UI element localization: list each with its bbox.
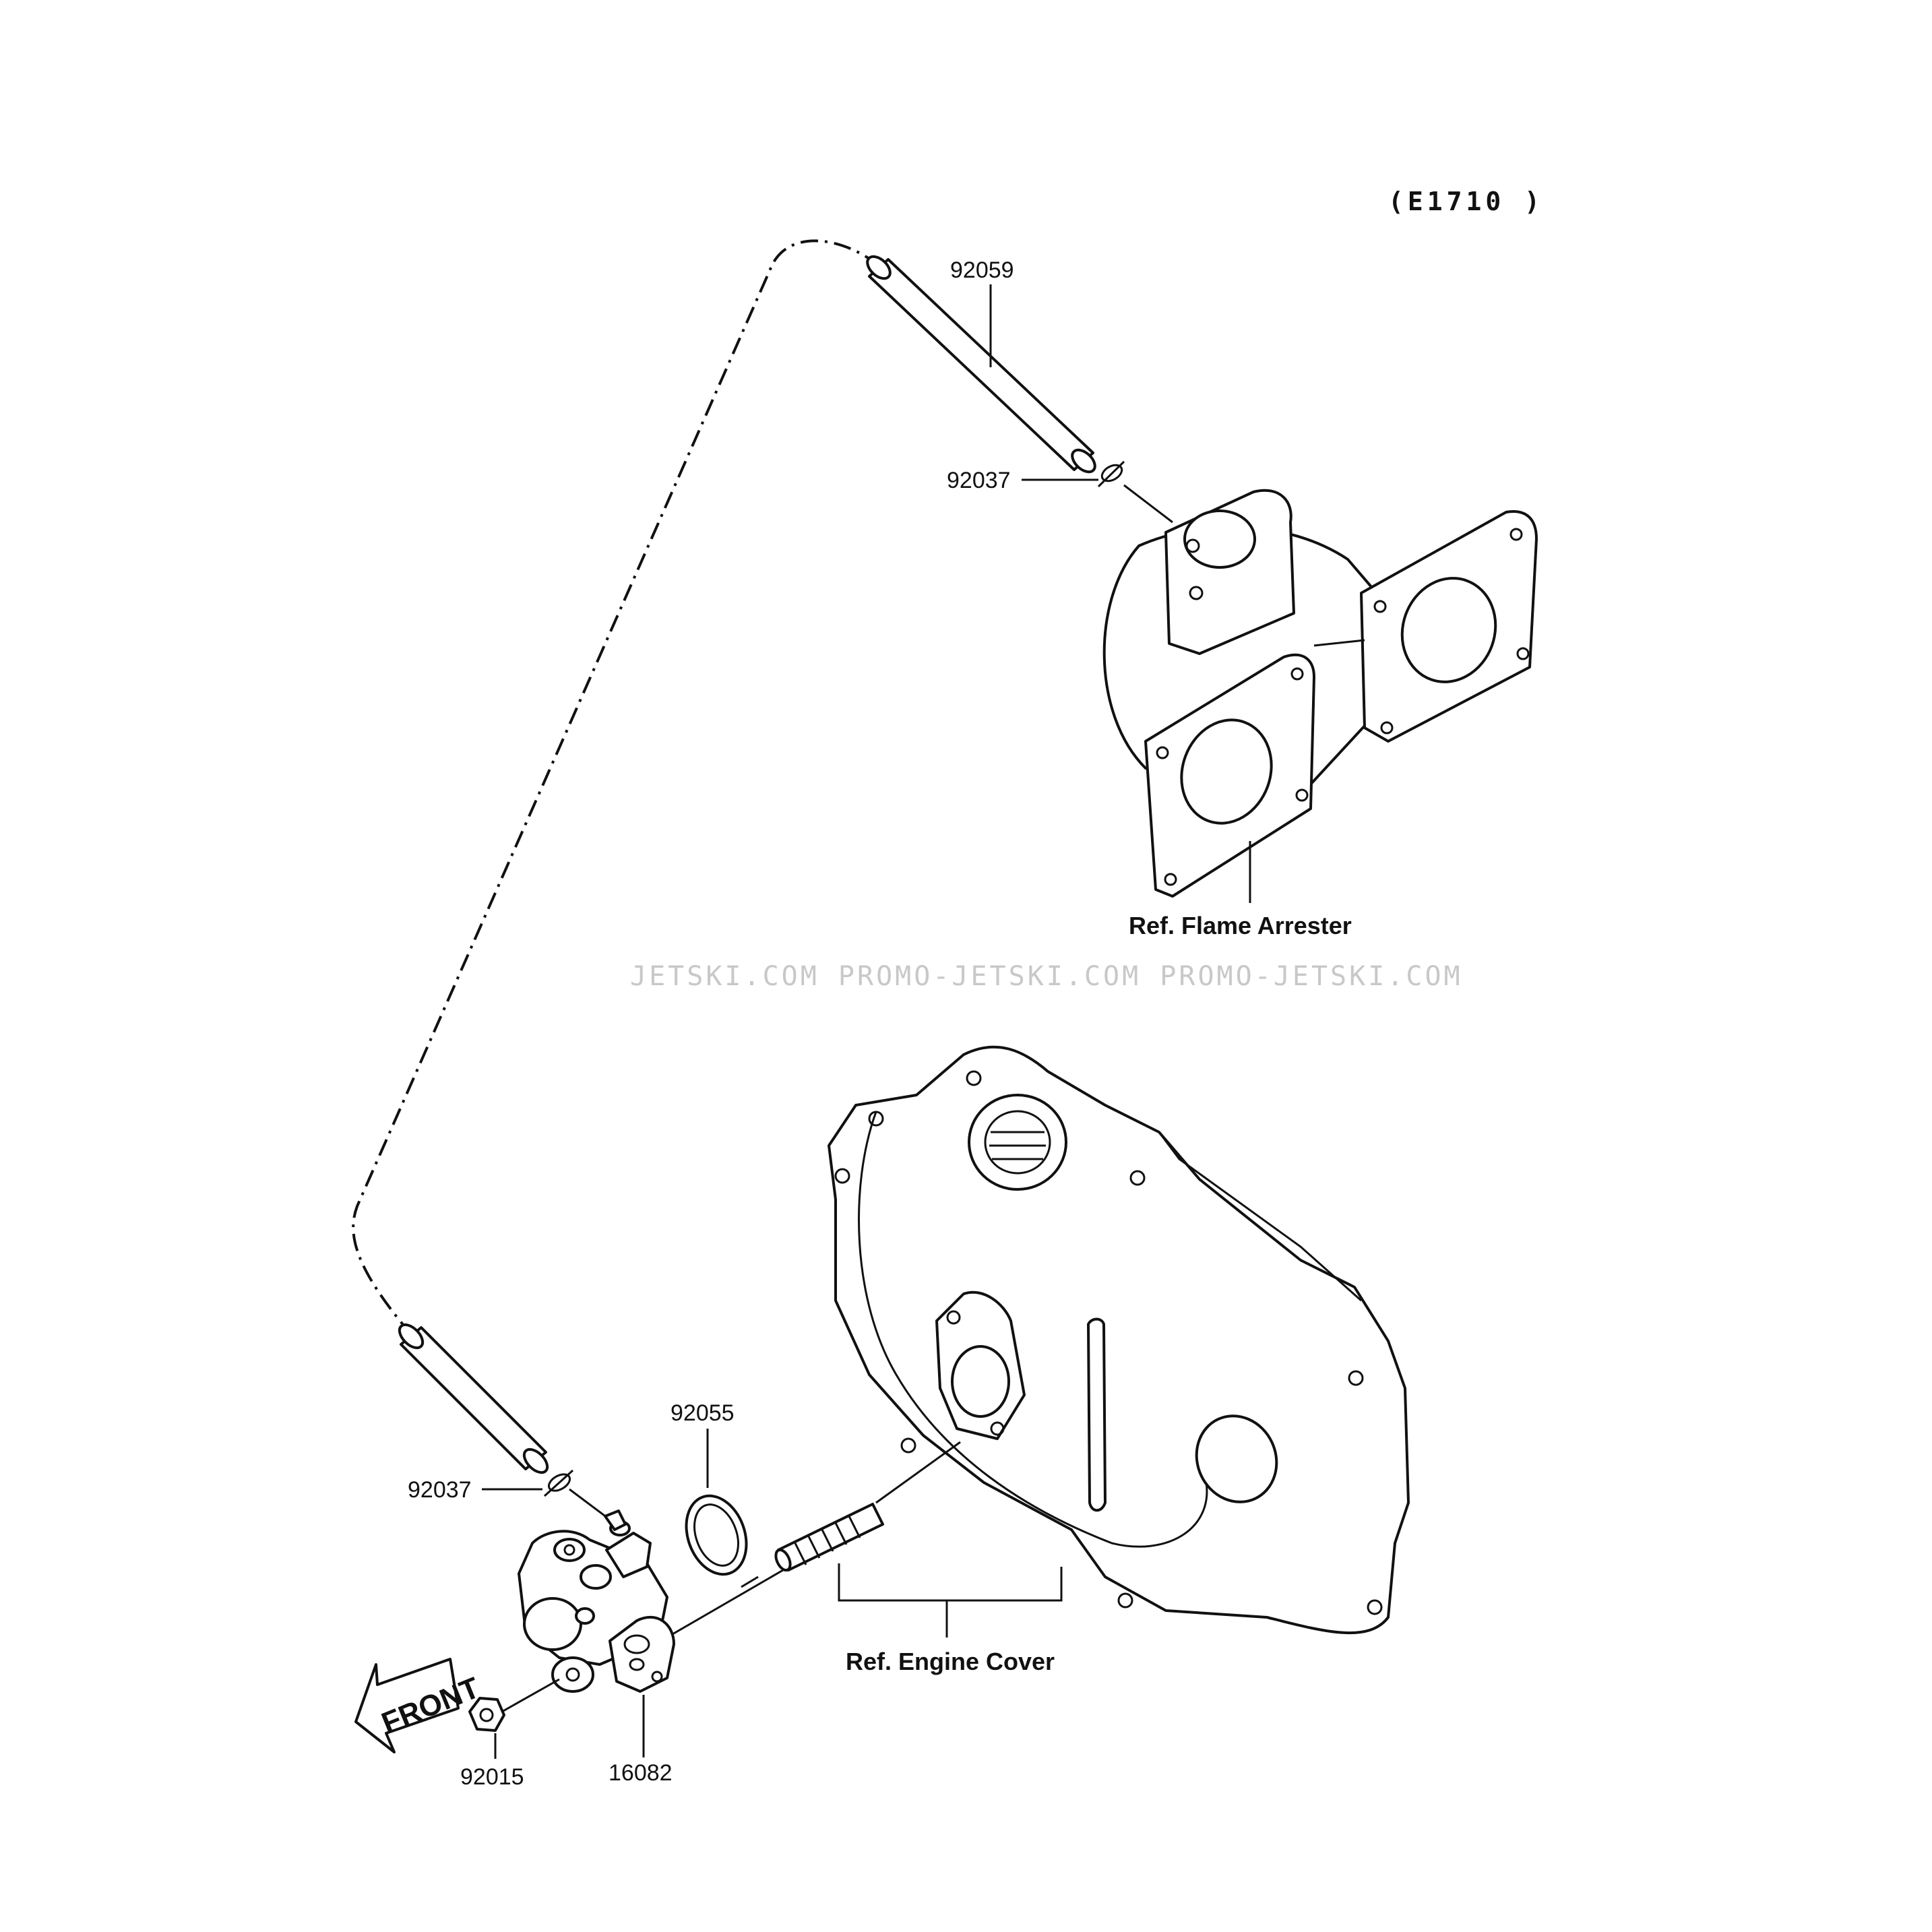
- engine-cover: [828, 1045, 1410, 1635]
- label-92037-lower: 92037: [408, 1477, 472, 1503]
- hose-upper: [866, 255, 1096, 474]
- label-92015: 92015: [460, 1764, 524, 1790]
- label-ref-flame-arrester: Ref. Flame Arrester: [1129, 912, 1352, 939]
- label-92055: 92055: [671, 1400, 735, 1426]
- hose-routing-line: [352, 239, 881, 1336]
- nut: [468, 1697, 505, 1732]
- leader-clamp-to-valve: [569, 1488, 611, 1521]
- hose-lower: [398, 1323, 549, 1474]
- label-ref-engine-cover: Ref. Engine Cover: [846, 1648, 1055, 1675]
- label-92037-upper: 92037: [947, 468, 1011, 493]
- clamp-upper: [1097, 460, 1125, 488]
- stud-bolt: [774, 1503, 884, 1571]
- leader-clamp-to-manifold: [1123, 484, 1173, 524]
- clamp-lower: [543, 1469, 574, 1497]
- leader-oring-to-valve: [741, 1576, 759, 1588]
- flame-arrester-manifold: [1102, 489, 1538, 898]
- diagram-code: (E1710 ): [1388, 187, 1544, 216]
- o-ring: [685, 1494, 748, 1576]
- leader-stud-to-cover: [875, 1441, 961, 1504]
- leader-nut-to-valve: [501, 1678, 560, 1713]
- label-16082: 16082: [609, 1760, 673, 1786]
- leader-valve-to-stud: [672, 1569, 784, 1635]
- front-arrow-icon: FRONT: [354, 1658, 485, 1753]
- valve-assembly: [518, 1509, 675, 1693]
- watermark: JETSKI.COM PROMO-JETSKI.COM PROMO-JETSKI…: [630, 961, 1463, 992]
- bracket-ref-engine-cover: [838, 1563, 1063, 1602]
- label-92059: 92059: [950, 257, 1014, 283]
